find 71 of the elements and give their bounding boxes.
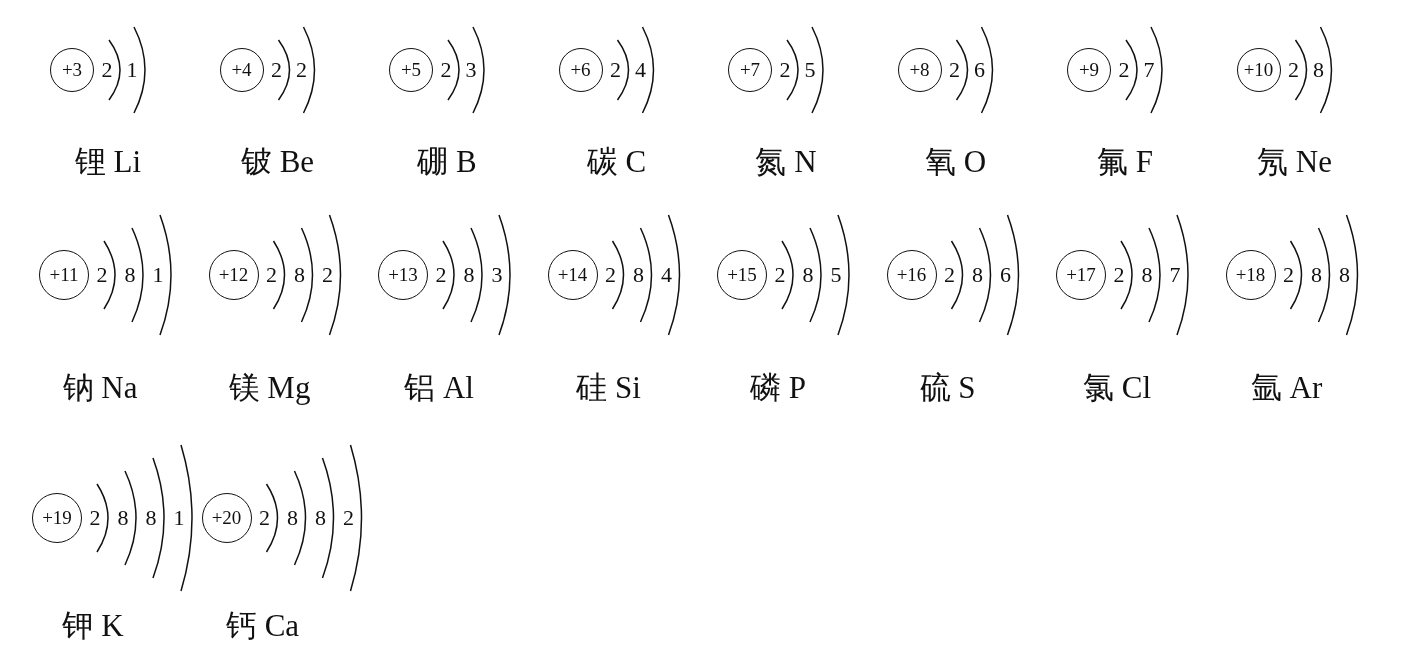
electron-count: 1 — [126, 59, 138, 81]
element-name: 氧 O — [924, 145, 987, 179]
electron-count: 2 — [949, 59, 960, 81]
element-name: 磷 P — [750, 371, 806, 405]
electron-count: 2 — [605, 264, 616, 286]
electron-count: 8 — [1141, 264, 1153, 286]
electron-count: 6 — [974, 59, 985, 81]
element-name: 氮 N — [755, 145, 817, 179]
element-name: 硅 Si — [576, 371, 641, 405]
electron-count: 2 — [610, 59, 621, 81]
electron-count: 2 — [89, 507, 101, 529]
element-name: 钙 Ca — [225, 609, 300, 643]
electron-count: 7 — [1143, 59, 1155, 81]
electron-count: 8 — [287, 507, 298, 529]
electron-count: 2 — [266, 264, 277, 286]
electron-count: 8 — [802, 264, 814, 286]
element-name: 硫 S — [919, 371, 976, 405]
electron-count: 4 — [635, 59, 646, 81]
element-name: 钠 Na — [62, 371, 138, 405]
electron-count: 2 — [1118, 59, 1130, 81]
electron-count: 8 — [1313, 59, 1324, 81]
electron-count: 3 — [465, 59, 477, 81]
electron-count: 8 — [315, 507, 326, 529]
electron-count: 6 — [1000, 264, 1011, 286]
element-name: 钾 K — [62, 609, 124, 643]
electron-count: 8 — [145, 507, 157, 529]
electron-count: 8 — [972, 264, 983, 286]
electron-count: 2 — [271, 59, 282, 81]
element-name: 铍 Be — [240, 145, 315, 179]
electron-count: 3 — [491, 264, 503, 286]
electron-count: 2 — [101, 59, 113, 81]
electron-count: 2 — [435, 264, 447, 286]
electron-count: 2 — [259, 507, 270, 529]
nucleus-circle: +11 — [39, 250, 89, 300]
electron-count: 2 — [1113, 264, 1125, 286]
electron-count: 8 — [1311, 264, 1322, 286]
electron-count: 2 — [779, 59, 791, 81]
electron-count: 8 — [117, 507, 129, 529]
electron-count: 8 — [124, 264, 136, 286]
element-name: 碳 C — [586, 145, 647, 179]
electron-count: 2 — [1283, 264, 1294, 286]
nucleus-circle: +17 — [1056, 250, 1106, 300]
nucleus-circle: +13 — [378, 250, 428, 300]
element-name: 氯 Cl — [1083, 371, 1151, 405]
electron-count: 1 — [152, 264, 164, 286]
electron-count: 2 — [774, 264, 786, 286]
element-name: 氩 Ar — [1250, 371, 1323, 405]
electron-count: 8 — [463, 264, 475, 286]
element-name: 镁 Mg — [228, 371, 311, 405]
electron-count: 7 — [1169, 264, 1181, 286]
electron-count: 2 — [440, 59, 452, 81]
element-name: 硼 B — [417, 145, 477, 179]
electron-count: 1 — [173, 507, 185, 529]
electron-count: 8 — [294, 264, 305, 286]
nucleus-circle: +19 — [32, 493, 82, 543]
electron-count: 8 — [633, 264, 644, 286]
element-name: 锂 Li — [74, 145, 142, 179]
electron-count: 8 — [1339, 264, 1350, 286]
electron-count: 5 — [804, 59, 816, 81]
electron-count: 2 — [1288, 59, 1299, 81]
nucleus-circle: +15 — [717, 250, 767, 300]
element-name: 氖 Ne — [1257, 145, 1332, 179]
electron-count: 2 — [944, 264, 955, 286]
electron-count: 2 — [296, 59, 307, 81]
element-name: 氟 F — [1097, 145, 1153, 179]
electron-count: 2 — [322, 264, 333, 286]
electron-count: 2 — [343, 507, 354, 529]
electron-count: 2 — [96, 264, 108, 286]
electron-count: 4 — [661, 264, 672, 286]
element-name: 铝 Al — [404, 371, 474, 405]
electron-count: 5 — [830, 264, 842, 286]
